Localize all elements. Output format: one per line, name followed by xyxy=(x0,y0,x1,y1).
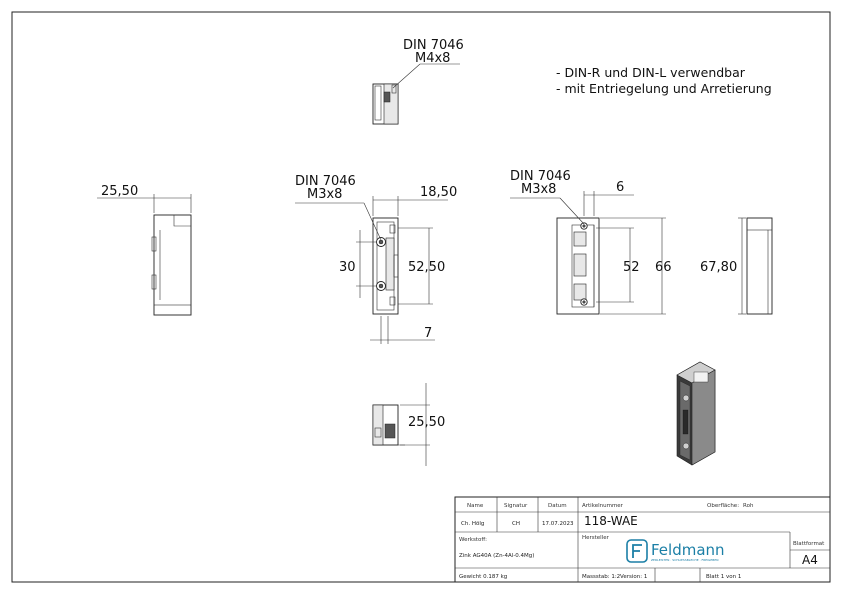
tb-h-datum: Datum xyxy=(548,503,567,509)
tb-h-oberflaeche: Oberfläche: xyxy=(707,503,739,509)
dim-far-height: 67,80 xyxy=(700,260,737,275)
logo-text: Feldmann xyxy=(651,541,725,559)
note-1: - DIN-R und DIN-L verwendbar xyxy=(556,65,746,80)
dim-right-inner: 52 xyxy=(623,260,640,275)
far-side-view xyxy=(738,217,773,315)
tb-datum: 17.07.2023 xyxy=(542,521,574,527)
bottom-view xyxy=(372,383,430,466)
tb-h-werkstoff: Werkstoff: xyxy=(459,537,487,543)
side-view xyxy=(97,194,192,316)
front-screw-label-2: M3x8 xyxy=(307,187,342,202)
dim-front-height: 52,50 xyxy=(408,260,445,275)
right-screw-label-2: M3x8 xyxy=(521,182,556,197)
top-screw-label-2: M4x8 xyxy=(415,51,450,66)
note-2: - mit Entriegelung und Arretierung xyxy=(556,81,772,96)
tb-h-signatur: Signatur xyxy=(504,503,528,509)
feldmann-logo: Feldmann ZERLEISTEN · SCHLIESSBLECHE · F… xyxy=(626,539,725,563)
top-screw-label-1: DIN 7046 xyxy=(403,38,464,53)
title-block xyxy=(454,496,831,583)
tb-h-artikel: Artikelnummer xyxy=(582,503,624,509)
isometric-view xyxy=(676,361,716,466)
tb-blatt: Blatt 1 von 1 xyxy=(706,574,741,580)
dim-right-offset: 6 xyxy=(616,180,624,195)
dim-side-width: 25,50 xyxy=(101,184,138,199)
front-screw-label-1: DIN 7046 xyxy=(295,174,356,189)
right-screw-label-1: DIN 7046 xyxy=(510,169,571,184)
front-view xyxy=(295,196,448,344)
dim-bottom-offset: 7 xyxy=(424,326,432,341)
right-view xyxy=(510,191,666,315)
tb-werkstoff: Zink AG40A (Zn-4Al-0.4Mg) xyxy=(459,553,534,559)
tb-massstab: Massstab: 1:2 xyxy=(582,574,620,580)
tb-h-name: Name xyxy=(467,503,484,509)
tb-blattformat: A4 xyxy=(802,553,818,567)
tb-artikel: 118-WAE xyxy=(584,514,638,528)
tb-h-blattformat: Blattformat xyxy=(793,541,825,547)
logo-subtext: ZERLEISTEN · SCHLIESSBLECHE · FREIGEBEN xyxy=(651,558,718,562)
tb-h-hersteller: Hersteller xyxy=(582,535,610,541)
dim-hole-spacing: 30 xyxy=(339,260,356,275)
dim-bottom-depth: 25,50 xyxy=(408,415,445,430)
sheet-border xyxy=(11,11,831,583)
tb-oberflaeche: Roh xyxy=(743,503,754,509)
dim-front-width: 18,50 xyxy=(420,185,457,200)
tb-version: Version: 1 xyxy=(620,574,647,580)
dim-right-outer: 66 xyxy=(655,260,672,275)
tb-name: Ch. Hölg xyxy=(461,521,484,527)
top-view xyxy=(372,63,460,125)
tb-gewicht: Gewicht 0.187 kg xyxy=(459,574,507,580)
tb-signatur: CH xyxy=(512,521,520,527)
